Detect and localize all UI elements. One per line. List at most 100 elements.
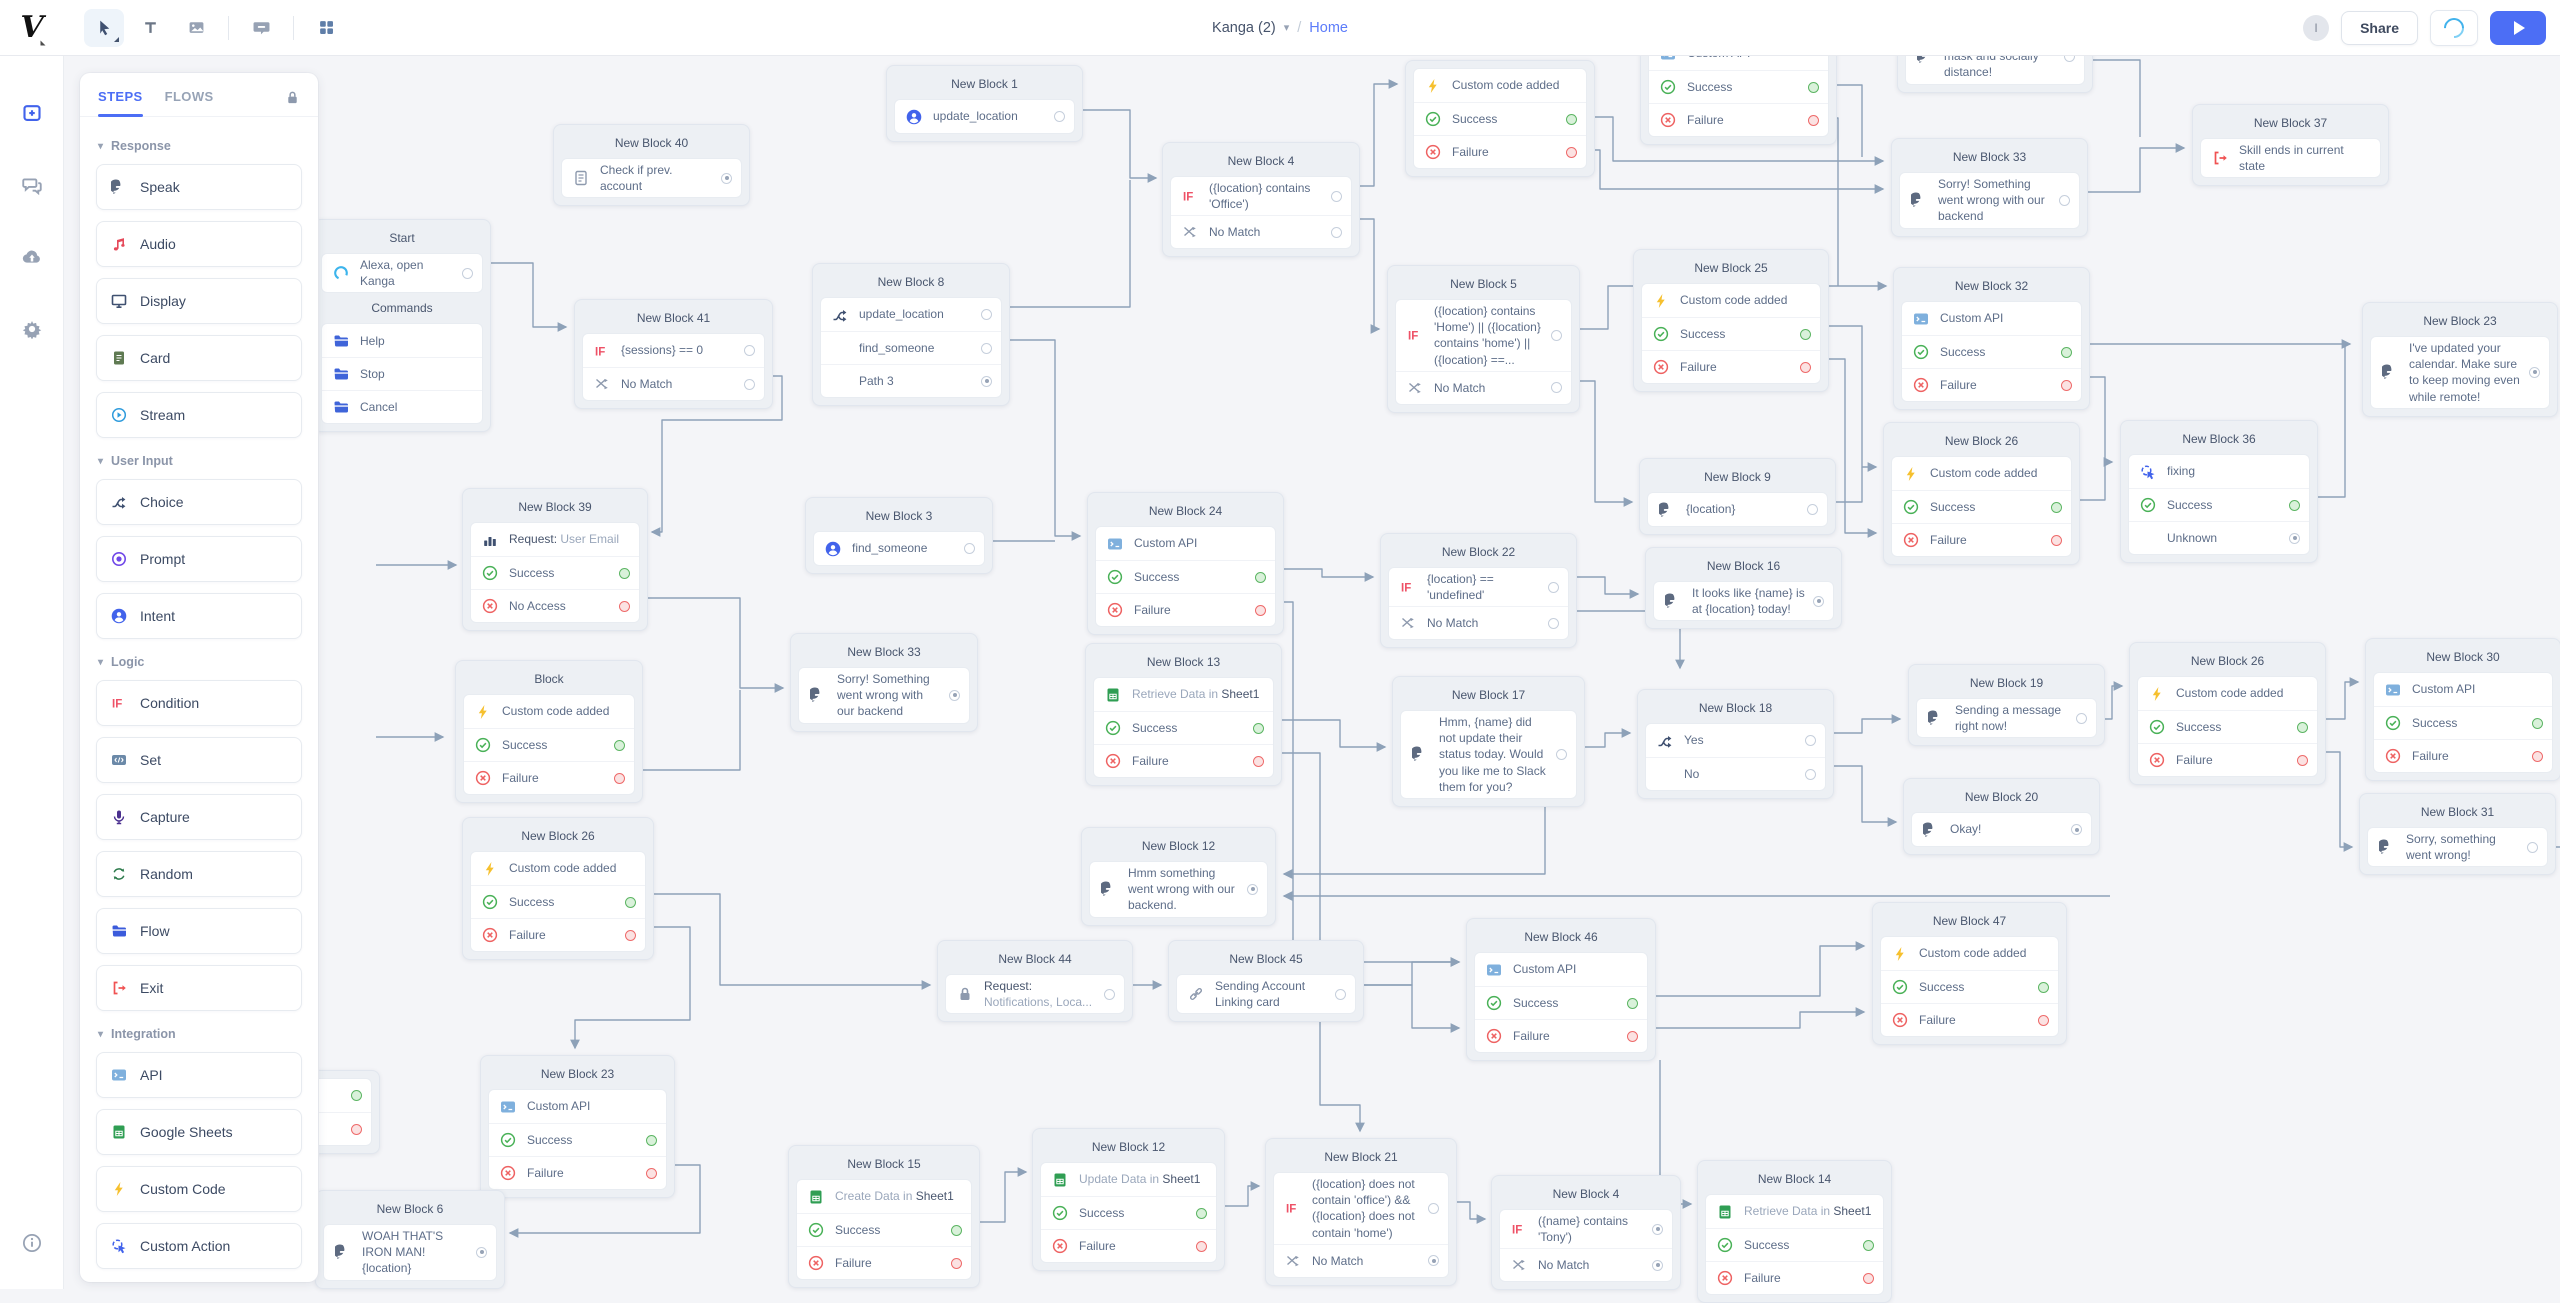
block-step-row[interactable]: No bbox=[1646, 757, 1825, 790]
block-title[interactable]: New Block 6 bbox=[376, 1202, 444, 1216]
step-item-speak[interactable]: Speak bbox=[96, 164, 302, 210]
rail-settings-button[interactable] bbox=[22, 319, 42, 339]
block-step-row[interactable]: Alexa, open Kanga bbox=[322, 254, 482, 292]
block-title[interactable]: New Block 41 bbox=[636, 311, 711, 325]
block-step-row[interactable]: Success bbox=[1649, 70, 1828, 103]
block-title[interactable]: New Block 25 bbox=[1694, 261, 1768, 275]
block-step-row[interactable]: Cancel bbox=[322, 390, 482, 423]
connection-port[interactable] bbox=[1196, 1207, 1207, 1219]
step-item-google-sheets[interactable]: Google Sheets bbox=[96, 1109, 302, 1155]
connection-port[interactable] bbox=[951, 1257, 962, 1269]
block-title[interactable]: New Block 20 bbox=[1964, 790, 2039, 804]
block-title[interactable]: New Block 17 bbox=[1451, 688, 1526, 702]
block-title[interactable]: New Block 14 bbox=[1757, 1172, 1832, 1186]
breadcrumb-current[interactable]: Home bbox=[1309, 19, 1348, 36]
connection-port[interactable] bbox=[1627, 1030, 1638, 1042]
step-item-custom-action[interactable]: Custom Action bbox=[96, 1223, 302, 1269]
block-step-row[interactable]: Path 3 bbox=[821, 364, 1001, 397]
connection-port[interactable] bbox=[1808, 81, 1819, 93]
connection-port[interactable] bbox=[2071, 824, 2082, 835]
step-item-flow[interactable]: Flow bbox=[96, 908, 302, 954]
block-step-row[interactable]: Success bbox=[471, 885, 645, 918]
connection-port[interactable] bbox=[2289, 499, 2300, 511]
block-step-row[interactable]: find_someone bbox=[821, 331, 1001, 364]
connection-port[interactable] bbox=[1255, 604, 1266, 616]
section-header[interactable]: ▾Integration bbox=[98, 1027, 300, 1041]
block-title[interactable]: New Block 23 bbox=[2423, 314, 2497, 328]
connection-port[interactable] bbox=[1331, 226, 1342, 238]
connection-port[interactable] bbox=[1428, 1255, 1439, 1267]
connection-port[interactable] bbox=[1805, 768, 1816, 780]
block-title[interactable]: New Block 47 bbox=[1932, 914, 2007, 928]
block-step-row[interactable]: Success bbox=[797, 1213, 971, 1246]
block-title[interactable]: New Block 33 bbox=[1952, 150, 2027, 164]
block-step-row[interactable]: I've updated your calendar. Make sure to… bbox=[2371, 337, 2549, 408]
flow-block[interactable]: New Block 9{location} bbox=[1639, 458, 1836, 535]
block-step-row[interactable]: Hmm, {name} did not update their status … bbox=[1401, 711, 1576, 798]
text-tool-button[interactable] bbox=[130, 9, 170, 47]
block-step-row[interactable]: Success bbox=[1414, 102, 1586, 135]
block-step-row[interactable]: Failure bbox=[1475, 1019, 1647, 1052]
connection-port[interactable] bbox=[1054, 111, 1065, 122]
connection-port[interactable] bbox=[1800, 361, 1811, 373]
step-item-card[interactable]: Card bbox=[96, 335, 302, 381]
block-title[interactable]: New Block 23 bbox=[540, 1067, 615, 1081]
block-step-row[interactable]: Failure bbox=[1902, 368, 2081, 401]
block-title[interactable]: New Block 9 bbox=[1704, 470, 1771, 484]
rail-comments-button[interactable] bbox=[22, 175, 42, 195]
block-step-row[interactable]: Success bbox=[1475, 986, 1647, 1019]
rail-board-button[interactable] bbox=[22, 103, 42, 123]
block-step-row[interactable]: Okay! bbox=[1912, 813, 2091, 846]
block-step-row[interactable]: Request: Notifications, Loca... bbox=[946, 975, 1124, 1013]
block-step-row[interactable]: No Match bbox=[1500, 1248, 1672, 1281]
block-step-row[interactable]: ({location} contains 'Office') bbox=[1171, 177, 1351, 215]
block-step-row[interactable]: update_location bbox=[895, 100, 1074, 133]
connection-port[interactable] bbox=[2051, 501, 2062, 513]
connection-port[interactable] bbox=[1331, 190, 1342, 202]
connection-port[interactable] bbox=[1196, 1240, 1207, 1252]
block-step-row[interactable]: Yes bbox=[1646, 724, 1825, 757]
block-title[interactable]: New Block 18 bbox=[1698, 701, 1773, 715]
connection-port[interactable] bbox=[964, 543, 975, 554]
connection-port[interactable] bbox=[1104, 988, 1115, 1000]
block-step-row[interactable]: No Match bbox=[1389, 606, 1568, 639]
connection-port[interactable] bbox=[1335, 988, 1346, 1000]
connection-port[interactable] bbox=[462, 267, 473, 279]
block-step-row[interactable]: Failure bbox=[1414, 135, 1586, 168]
step-item-condition[interactable]: Condition bbox=[96, 680, 302, 726]
block-title[interactable]: New Block 37 bbox=[2253, 116, 2328, 130]
step-item-capture[interactable]: Capture bbox=[96, 794, 302, 840]
block-title[interactable]: New Block 46 bbox=[1524, 930, 1598, 944]
block-step-row[interactable]: Sending a message right now! bbox=[1917, 699, 2096, 737]
step-item-prompt[interactable]: Prompt bbox=[96, 536, 302, 582]
info-button[interactable] bbox=[22, 1233, 42, 1253]
block-step-row[interactable]: Failure bbox=[2138, 743, 2317, 776]
block-step-row[interactable]: Hmm something went wrong with our backen… bbox=[1090, 862, 1267, 917]
block-step-row[interactable]: Custom API bbox=[1902, 302, 2081, 335]
connection-port[interactable] bbox=[625, 929, 636, 941]
connection-port[interactable] bbox=[2297, 754, 2308, 766]
connection-port[interactable] bbox=[2532, 750, 2543, 762]
block-title[interactable]: New Block 16 bbox=[1706, 559, 1781, 573]
block-step-row[interactable]: Failure bbox=[471, 918, 645, 951]
connection-port[interactable] bbox=[351, 1123, 362, 1135]
connection-port[interactable] bbox=[951, 1224, 962, 1236]
connection-port[interactable] bbox=[2527, 841, 2538, 853]
lock-button[interactable] bbox=[285, 90, 300, 115]
image-tool-button[interactable] bbox=[176, 9, 216, 47]
connection-port[interactable] bbox=[646, 1134, 657, 1146]
